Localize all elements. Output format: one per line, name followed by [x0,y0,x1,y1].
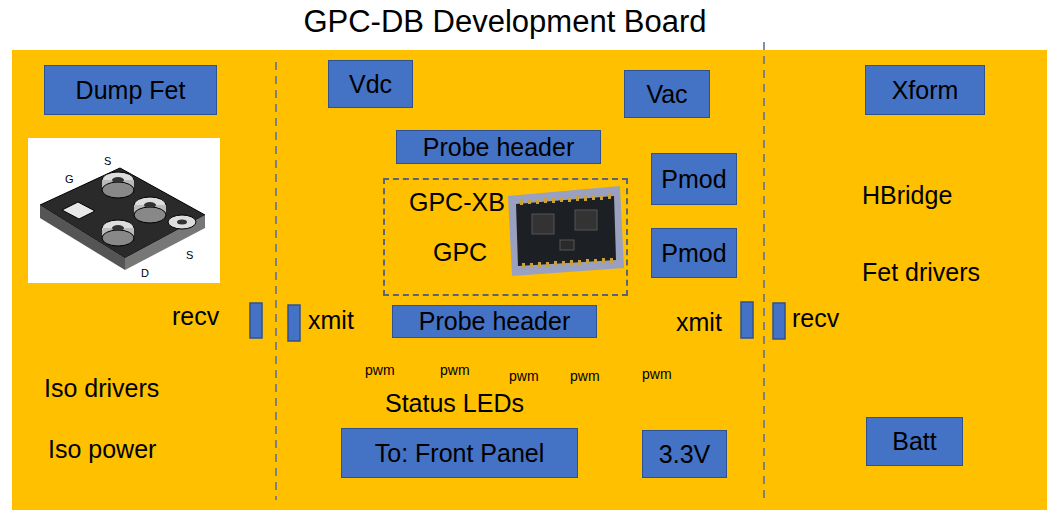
signal-name: recv [792,306,839,331]
component-box: Xform [865,65,985,115]
box-label: Probe header [419,307,571,336]
pin-name: D [141,268,149,279]
box-label: 3.3V [659,440,710,469]
group-label: GPC [433,238,487,267]
box-label: Probe header [423,133,575,162]
group-box: GPC-XB GPC [383,178,628,296]
box-label: Pmod [661,239,726,268]
signal-name: xmit [308,308,354,333]
signal-name: pwm [509,369,539,383]
component-box: 3.3V [642,430,727,478]
pin-name: S [104,156,111,167]
gpc-module-photo [508,186,624,276]
box-label: Batt [892,427,936,456]
block-name: HBridge [862,183,952,208]
component-box: Pmod [651,153,737,205]
component-box: Vdc [328,60,413,108]
signal-name: pwm [365,363,395,377]
block-name: Iso power [48,437,156,462]
component-box: Vac [624,70,710,118]
connector-block [773,303,785,339]
box-label: To: Front Panel [375,439,545,468]
divider-line [763,42,765,500]
connector-block [288,305,300,341]
diagram-title: GPC-DB Development Board [0,4,1010,40]
component-box: Dump Fet [44,65,217,115]
group-label: GPC-XB [409,188,505,217]
pin-name: S [186,250,193,261]
box-label: Pmod [661,165,726,194]
signal-name: recv [172,304,219,329]
signal-name: xmit [676,310,722,335]
board [12,50,1047,510]
signal-name: pwm [570,369,600,383]
box-label: Dump Fet [76,76,186,105]
component-box: To: Front Panel [341,428,578,478]
block-name: Iso drivers [44,376,159,401]
box-label: Vdc [349,70,392,99]
connector-block [250,303,262,338]
component-box: Probe header [392,305,597,338]
signal-name: pwm [440,363,470,377]
box-label: Xform [892,76,959,105]
mosfet-symbol [40,168,205,270]
connector-block [741,302,753,338]
component-box: Batt [866,417,963,466]
divider-line [275,62,277,500]
component-box: Pmod [651,228,737,278]
signal-name: pwm [642,367,672,381]
mosfet-picture [28,138,220,283]
block-name: Status LEDs [385,391,524,416]
box-label: Vac [646,80,687,109]
pin-name: G [65,174,74,185]
component-box: Probe header [396,130,601,164]
block-name: Fet drivers [862,260,980,285]
